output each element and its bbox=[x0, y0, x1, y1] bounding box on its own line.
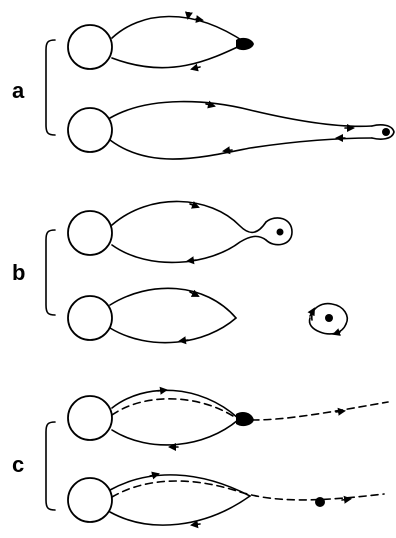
node-circle-a1 bbox=[68, 25, 112, 69]
element-a2 bbox=[68, 102, 394, 159]
upper-loop-b1 bbox=[112, 201, 266, 232]
trajectory-c1 bbox=[252, 402, 388, 420]
node-circle-c1 bbox=[68, 396, 112, 440]
element-b2 bbox=[68, 288, 236, 342]
particle-c1 bbox=[236, 412, 254, 426]
bracket-a bbox=[46, 40, 55, 135]
panel-label-a: a bbox=[12, 78, 25, 103]
node-circle-b2 bbox=[68, 296, 112, 340]
lower-loop-a1 bbox=[112, 43, 246, 68]
upper-loop-c2 bbox=[110, 475, 250, 496]
element-b1 bbox=[68, 201, 292, 262]
particle-b1 bbox=[277, 229, 284, 236]
bracket-b bbox=[46, 230, 55, 315]
panel-label-c: c bbox=[12, 452, 24, 477]
panel-label-b: b bbox=[12, 260, 25, 285]
lower-loop-b1 bbox=[112, 236, 266, 262]
particle-a2 bbox=[382, 128, 390, 136]
lower-loop-c1 bbox=[112, 420, 238, 445]
vortex-particle bbox=[325, 314, 333, 322]
dashed-path-c1-inner bbox=[112, 399, 236, 418]
lower-loop-a2 bbox=[110, 138, 372, 159]
node-circle-b1 bbox=[68, 211, 112, 255]
panel-c: c bbox=[12, 390, 388, 525]
node-circle-c2 bbox=[68, 478, 112, 522]
upper-loop-a1 bbox=[112, 16, 246, 43]
element-c2 bbox=[68, 474, 384, 525]
panel-a: a bbox=[12, 12, 394, 159]
detached-vortex-b bbox=[309, 304, 347, 334]
particle-a1 bbox=[236, 38, 254, 50]
lower-loop-c2 bbox=[110, 496, 250, 525]
panel-b: b bbox=[12, 201, 347, 342]
lower-loop-b2 bbox=[110, 318, 236, 343]
upper-loop-c1 bbox=[112, 390, 238, 418]
bracket-c bbox=[46, 422, 55, 510]
node-circle-a2 bbox=[68, 108, 112, 152]
element-c1 bbox=[68, 390, 388, 447]
upper-loop-b2 bbox=[110, 288, 236, 318]
particle-c2 bbox=[315, 497, 325, 507]
element-a1 bbox=[68, 12, 254, 69]
upper-loop-a2 bbox=[110, 102, 372, 127]
